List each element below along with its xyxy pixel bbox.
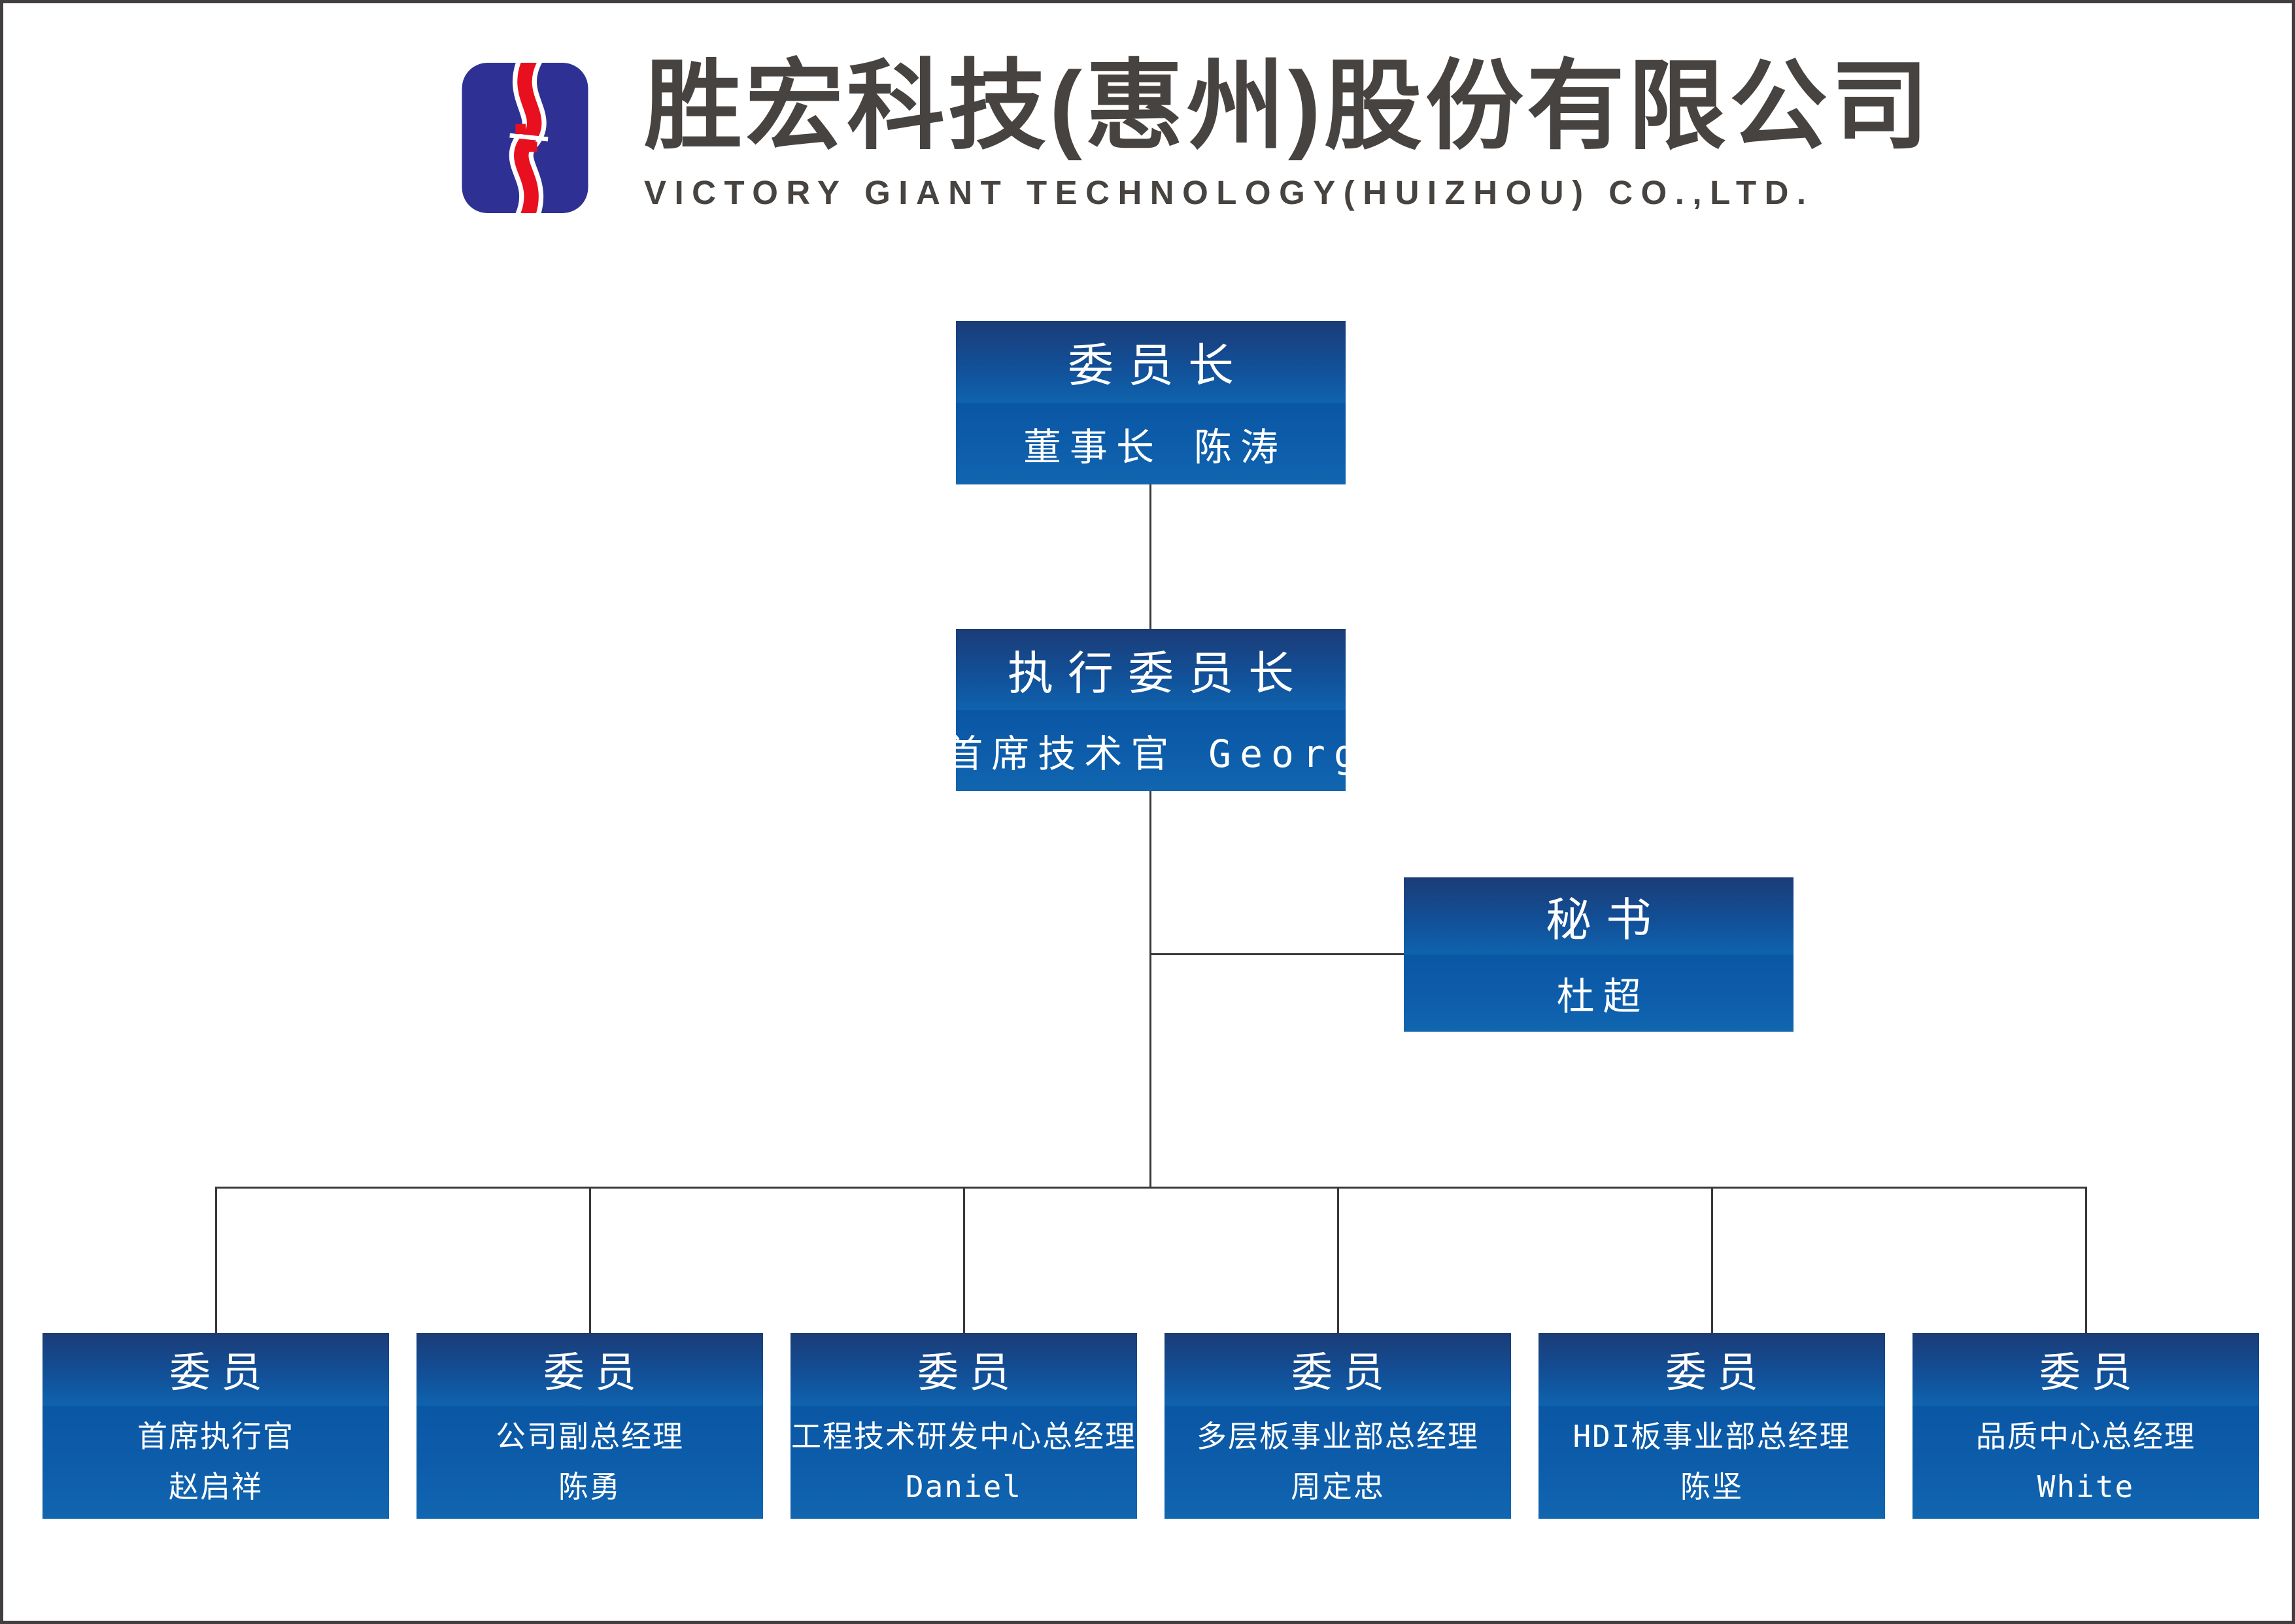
node-member-5: 委员 HDI板事业部总经理 陈坚 bbox=[1538, 1333, 1885, 1519]
connector-exec-trunk bbox=[1149, 791, 1151, 1189]
node-member-6-role: 品质中心总经理 bbox=[1976, 1419, 2196, 1455]
node-member-6-title: 委员 bbox=[1912, 1333, 2259, 1406]
node-member-2-role: 公司副总经理 bbox=[496, 1419, 684, 1455]
node-chairman: 委员长 董事长 陈涛 bbox=[956, 321, 1346, 484]
node-member-6-person: White bbox=[2037, 1469, 2135, 1505]
node-secretary-person: 杜超 bbox=[1404, 955, 1794, 1032]
node-member-1-title: 委员 bbox=[42, 1333, 389, 1406]
node-member-5-person: 陈坚 bbox=[1680, 1469, 1743, 1505]
node-member-3-role: 工程技术研发中心总经理 bbox=[791, 1419, 1136, 1455]
connector-member-stub-2 bbox=[589, 1187, 591, 1333]
node-chairman-person: 董事长 陈涛 bbox=[956, 403, 1346, 484]
node-member-4: 委员 多层板事业部总经理 周定忠 bbox=[1164, 1333, 1511, 1519]
node-secretary-title: 秘书 bbox=[1404, 877, 1794, 955]
node-member-1-role: 首席执行官 bbox=[137, 1419, 294, 1455]
connector-member-stub-4 bbox=[1337, 1187, 1339, 1333]
logo-tab-lower bbox=[526, 141, 537, 152]
node-member-4-title: 委员 bbox=[1164, 1333, 1511, 1406]
node-member-4-person: 周定忠 bbox=[1291, 1469, 1385, 1505]
node-member-1-body: 首席执行官 赵启祥 bbox=[42, 1405, 389, 1519]
brand-text-block: 胜宏科技(惠州)股份有限公司 VICTORY GIANT TECHNOLOGY(… bbox=[644, 50, 1932, 212]
node-member-3: 委员 工程技术研发中心总经理 Daniel bbox=[790, 1333, 1137, 1519]
connector-member-stub-3 bbox=[963, 1187, 965, 1333]
node-member-5-role: HDI板事业部总经理 bbox=[1572, 1419, 1851, 1455]
node-member-2-body: 公司副总经理 陈勇 bbox=[416, 1405, 763, 1519]
node-executive-chairman: 执行委员长 首席技术官 Georg bbox=[956, 629, 1346, 791]
node-member-2-title: 委员 bbox=[416, 1333, 763, 1406]
node-member-3-body: 工程技术研发中心总经理 Daniel bbox=[790, 1405, 1137, 1519]
node-member-5-title: 委员 bbox=[1538, 1333, 1885, 1406]
node-member-4-body: 多层板事业部总经理 周定忠 bbox=[1164, 1405, 1511, 1519]
company-name-en: VICTORY GIANT TECHNOLOGY(HUIZHOU) CO.,LT… bbox=[644, 173, 1814, 211]
logo-tab-upper bbox=[515, 124, 526, 135]
connector-member-stub-5 bbox=[1711, 1187, 1713, 1333]
node-member-1: 委员 首席执行官 赵启祥 bbox=[42, 1333, 389, 1519]
node-member-6-body: 品质中心总经理 White bbox=[1912, 1405, 2259, 1519]
connector-member-stub-1 bbox=[215, 1187, 217, 1333]
node-member-4-role: 多层板事业部总经理 bbox=[1197, 1419, 1479, 1455]
company-name-zh: 胜宏科技(惠州)股份有限公司 bbox=[644, 51, 1932, 161]
node-member-2-person: 陈勇 bbox=[558, 1469, 621, 1505]
connector-secretary-branch bbox=[1151, 953, 1404, 955]
node-member-1-person: 赵启祥 bbox=[169, 1469, 263, 1505]
node-member-2: 委员 公司副总经理 陈勇 bbox=[416, 1333, 763, 1519]
node-member-3-title: 委员 bbox=[790, 1333, 1137, 1406]
node-member-3-person: Daniel bbox=[905, 1469, 1023, 1505]
connector-distribution-line bbox=[215, 1187, 2087, 1189]
connector-chairman-exec bbox=[1149, 484, 1151, 629]
node-chairman-title: 委员长 bbox=[956, 321, 1346, 403]
node-executive-chairman-title: 执行委员长 bbox=[956, 629, 1346, 710]
node-executive-chairman-person: 首席技术官 Georg bbox=[956, 710, 1346, 791]
connector-member-stub-6 bbox=[2085, 1187, 2087, 1333]
node-secretary: 秘书 杜超 bbox=[1404, 877, 1794, 1032]
node-member-5-body: HDI板事业部总经理 陈坚 bbox=[1538, 1405, 1885, 1519]
node-member-6: 委员 品质中心总经理 White bbox=[1912, 1333, 2259, 1519]
company-logo-icon bbox=[462, 62, 588, 214]
